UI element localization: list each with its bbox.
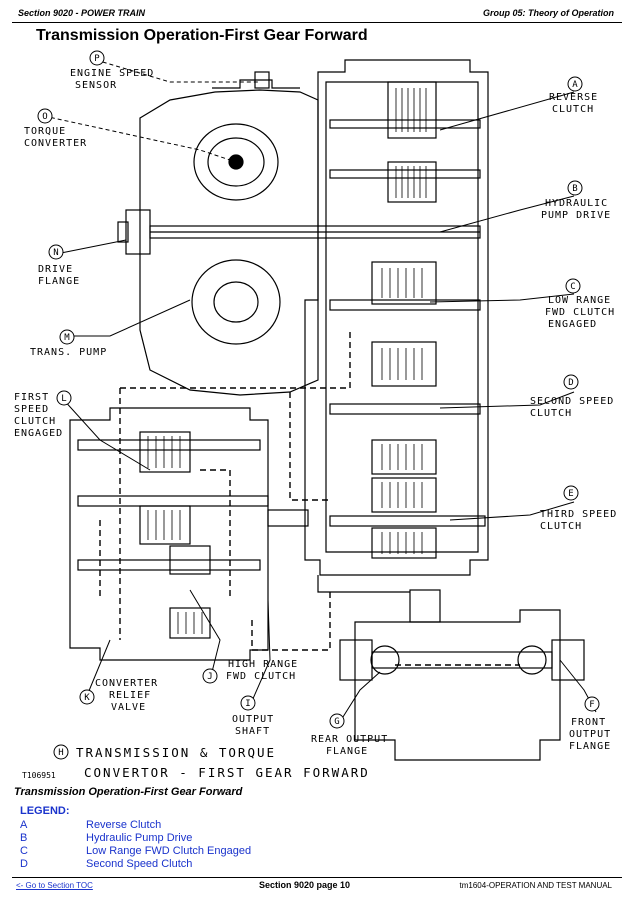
callout-m-label-1: TRANS. PUMP [30, 347, 107, 358]
callout-c-label-2: FWD CLUTCH [545, 307, 615, 318]
manual-name: tm1604-OPERATION AND TEST MANUAL [459, 881, 612, 890]
figure-caption: Transmission Operation-First Gear Forwar… [14, 786, 243, 798]
legend-key: A [20, 819, 28, 831]
callout-f-label-2: OUTPUT [569, 729, 611, 740]
leader-lines [43, 59, 597, 729]
legend-heading: LEGEND: [20, 805, 70, 817]
figure-code: T106951 [22, 771, 56, 780]
legend-key: B [20, 832, 28, 844]
legend-key: C [20, 845, 28, 857]
legend-item: A Reverse Clutch [20, 819, 251, 832]
header-rule [12, 22, 622, 23]
callout-e-letter: E [568, 489, 573, 499]
callout-f-label-1: FRONT [571, 717, 606, 728]
figure-title: TRANSMISSION & TORQUE CONVERTOR - FIRST … [76, 745, 370, 780]
callout-e-label-2: CLUTCH [540, 521, 582, 532]
legend-value: Hydraulic Pump Drive [86, 832, 193, 844]
callout-f-letter: F [589, 700, 594, 710]
legend-item: C Low Range FWD Clutch Engaged [20, 845, 251, 858]
callout-a-label-2: CLUTCH [552, 104, 594, 115]
callout-l-letter: L [61, 394, 66, 404]
callout-o-label-1: TORQUE [24, 126, 66, 137]
callout-g-letter: G [334, 717, 339, 727]
callout-j-label-1: HIGH RANGE [228, 659, 298, 670]
callout-o-letter: O [42, 112, 47, 122]
callout-l-label-3: CLUTCH [14, 416, 56, 427]
callout-markers [37, 50, 600, 760]
page-title: Transmission Operation-First Gear Forwar… [36, 27, 368, 44]
callout-j-label-2: FWD CLUTCH [226, 671, 296, 682]
section-header: Section 9020 - POWER TRAIN [18, 8, 146, 18]
group-header: Group 05: Theory of Operation [482, 8, 614, 18]
legend-item: D Second Speed Clutch [20, 858, 251, 871]
callout-a-label-1: REVERSE [549, 92, 598, 103]
callout-k-label-1: CONVERTER [95, 678, 158, 689]
callout-i-label-2: SHAFT [235, 726, 270, 737]
callout-d-label-1: SECOND SPEED [530, 396, 614, 407]
callout-k-label-3: VALVE [111, 702, 146, 713]
callout-p-label-2: SENSOR [75, 80, 117, 91]
callout-b-label-1: HYDRAULIC [545, 198, 608, 209]
callout-b-letter: B [572, 184, 577, 194]
callout-letters: A B C D E F G I J K L M N O P H [42, 54, 594, 758]
callout-n-label-1: DRIVE [38, 264, 73, 275]
legend-value: Low Range FWD Clutch Engaged [86, 845, 252, 857]
oil-flow-paths [99, 330, 520, 666]
callout-n-letter: N [53, 248, 58, 258]
callout-g-label-1: REAR OUTPUT [311, 734, 388, 745]
callout-l-label-4: ENGAGED [14, 428, 63, 439]
callout-e-label-1: THIRD SPEED [540, 509, 617, 520]
transmission-housing-drawing [69, 59, 585, 761]
callout-a-letter: A [572, 80, 578, 90]
callout-c-label-1: LOW RANGE [548, 295, 611, 306]
callout-n-label-2: FLANGE [38, 276, 80, 287]
callout-l-label-1: FIRST [14, 392, 49, 403]
section-toc-link[interactable]: <- Go to Section TOC [16, 881, 93, 890]
callout-c-letter: C [570, 282, 575, 292]
transmission-diagram: A B C D E F G I J K L M N O P H REVERSE … [14, 50, 617, 780]
callout-i-label-1: OUTPUT [232, 714, 274, 725]
page-number: Section 9020 page 10 [259, 880, 351, 890]
legend-key: D [20, 858, 28, 870]
legend-value: Second Speed Clutch [86, 858, 193, 870]
callout-i-letter: I [245, 699, 250, 709]
callout-g-label-2: FLANGE [326, 746, 368, 757]
callout-labels: REVERSE CLUTCH HYDRAULIC PUMP DRIVE LOW … [14, 68, 617, 757]
figure-title-line-2: CONVERTOR - FIRST GEAR FORWARD [84, 765, 370, 780]
callout-k-letter: K [84, 693, 90, 703]
figure-title-line-1: TRANSMISSION & TORQUE [76, 745, 276, 760]
callout-d-label-2: CLUTCH [530, 408, 572, 419]
figure-title-letter: H [58, 748, 63, 758]
footer-rule [12, 877, 622, 878]
callout-p-label-1: ENGINE SPEED [70, 68, 154, 79]
callout-m-letter: M [64, 333, 70, 343]
legend-value: Reverse Clutch [86, 819, 162, 831]
callout-p-letter: P [94, 54, 100, 64]
legend: A Reverse Clutch B Hydraulic Pump Drive C L… [20, 819, 251, 871]
legend-item: B Hydraulic Pump Drive [20, 832, 251, 845]
callout-l-label-2: SPEED [14, 404, 49, 415]
callout-o-label-2: CONVERTER [24, 138, 87, 149]
callout-b-label-2: PUMP DRIVE [541, 210, 611, 221]
callout-k-label-2: RELIEF [109, 690, 151, 701]
callout-f-label-3: FLANGE [569, 741, 611, 752]
callout-d-letter: D [568, 378, 573, 388]
callout-c-label-3: ENGAGED [548, 319, 597, 330]
callout-j-letter: J [207, 672, 212, 682]
